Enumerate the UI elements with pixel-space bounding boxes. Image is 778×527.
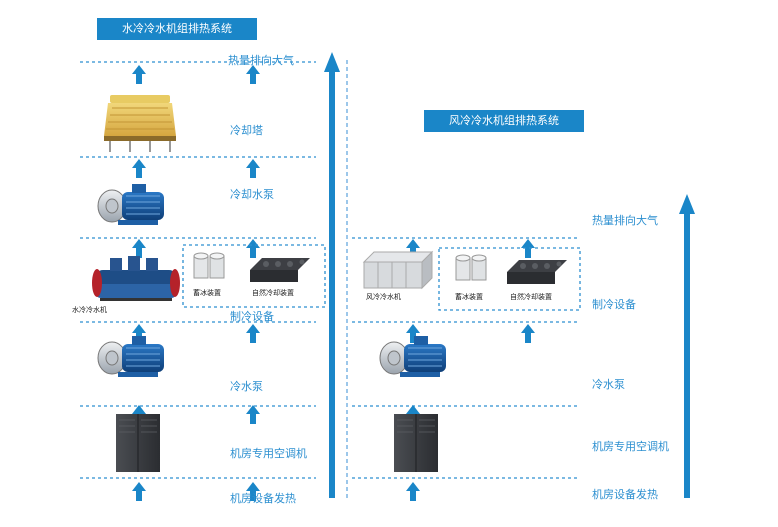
right-main-arrow bbox=[679, 194, 695, 498]
right-freecool-caption: 自然冷却装置 bbox=[510, 293, 552, 301]
pump-icon bbox=[97, 184, 164, 225]
right-chiller-caption: 风冷冷水机 bbox=[366, 293, 401, 301]
right-label-heat-to-atmosphere: 热量排向大气 bbox=[592, 214, 658, 227]
left-label-cooling-tower: 冷却塔 bbox=[230, 124, 263, 137]
free-cooling-icon bbox=[507, 260, 567, 284]
crac-unit-icon bbox=[394, 414, 438, 472]
left-storage-caption: 蓄冰装置 bbox=[193, 289, 221, 297]
left-label-equipment-heat: 机房设备发热 bbox=[230, 492, 296, 505]
free-cooling-icon bbox=[250, 258, 310, 282]
right-label-refrigeration: 制冷设备 bbox=[592, 298, 636, 311]
right-system-title: 风冷冷水机组排热系统 bbox=[424, 110, 584, 132]
left-system-title: 水冷冷水机组排热系统 bbox=[97, 18, 257, 40]
right-aux-box bbox=[438, 247, 581, 311]
crac-unit-icon bbox=[116, 414, 160, 472]
right-label-chilled-water-pump: 冷水泵 bbox=[592, 378, 625, 391]
pump-icon bbox=[379, 336, 446, 377]
left-label-chilled-water-pump: 冷水泵 bbox=[230, 380, 263, 393]
left-label-refrigeration: 制冷设备 bbox=[230, 310, 274, 323]
cooling-tower-icon bbox=[104, 95, 176, 152]
water-chiller-icon bbox=[92, 256, 180, 301]
right-storage-caption: 蓄冰装置 bbox=[455, 293, 483, 301]
left-label-heat-to-atmosphere: 热量排向大气 bbox=[228, 54, 294, 67]
right-level-lines bbox=[352, 237, 580, 479]
ice-storage-icon bbox=[455, 254, 487, 281]
pump-icon bbox=[97, 336, 164, 377]
left-freecool-caption: 自然冷却装置 bbox=[252, 289, 294, 297]
left-label-cooling-water-pump: 冷却水泵 bbox=[230, 188, 274, 201]
left-main-arrow bbox=[324, 52, 340, 498]
left-label-crac: 机房专用空调机 bbox=[230, 447, 307, 460]
right-label-equipment-heat: 机房设备发热 bbox=[592, 488, 658, 501]
ice-storage-icon bbox=[193, 252, 225, 279]
left-chiller-caption: 水冷冷水机 bbox=[72, 306, 107, 314]
right-label-crac: 机房专用空调机 bbox=[592, 440, 669, 453]
air-chiller-icon bbox=[362, 250, 434, 290]
